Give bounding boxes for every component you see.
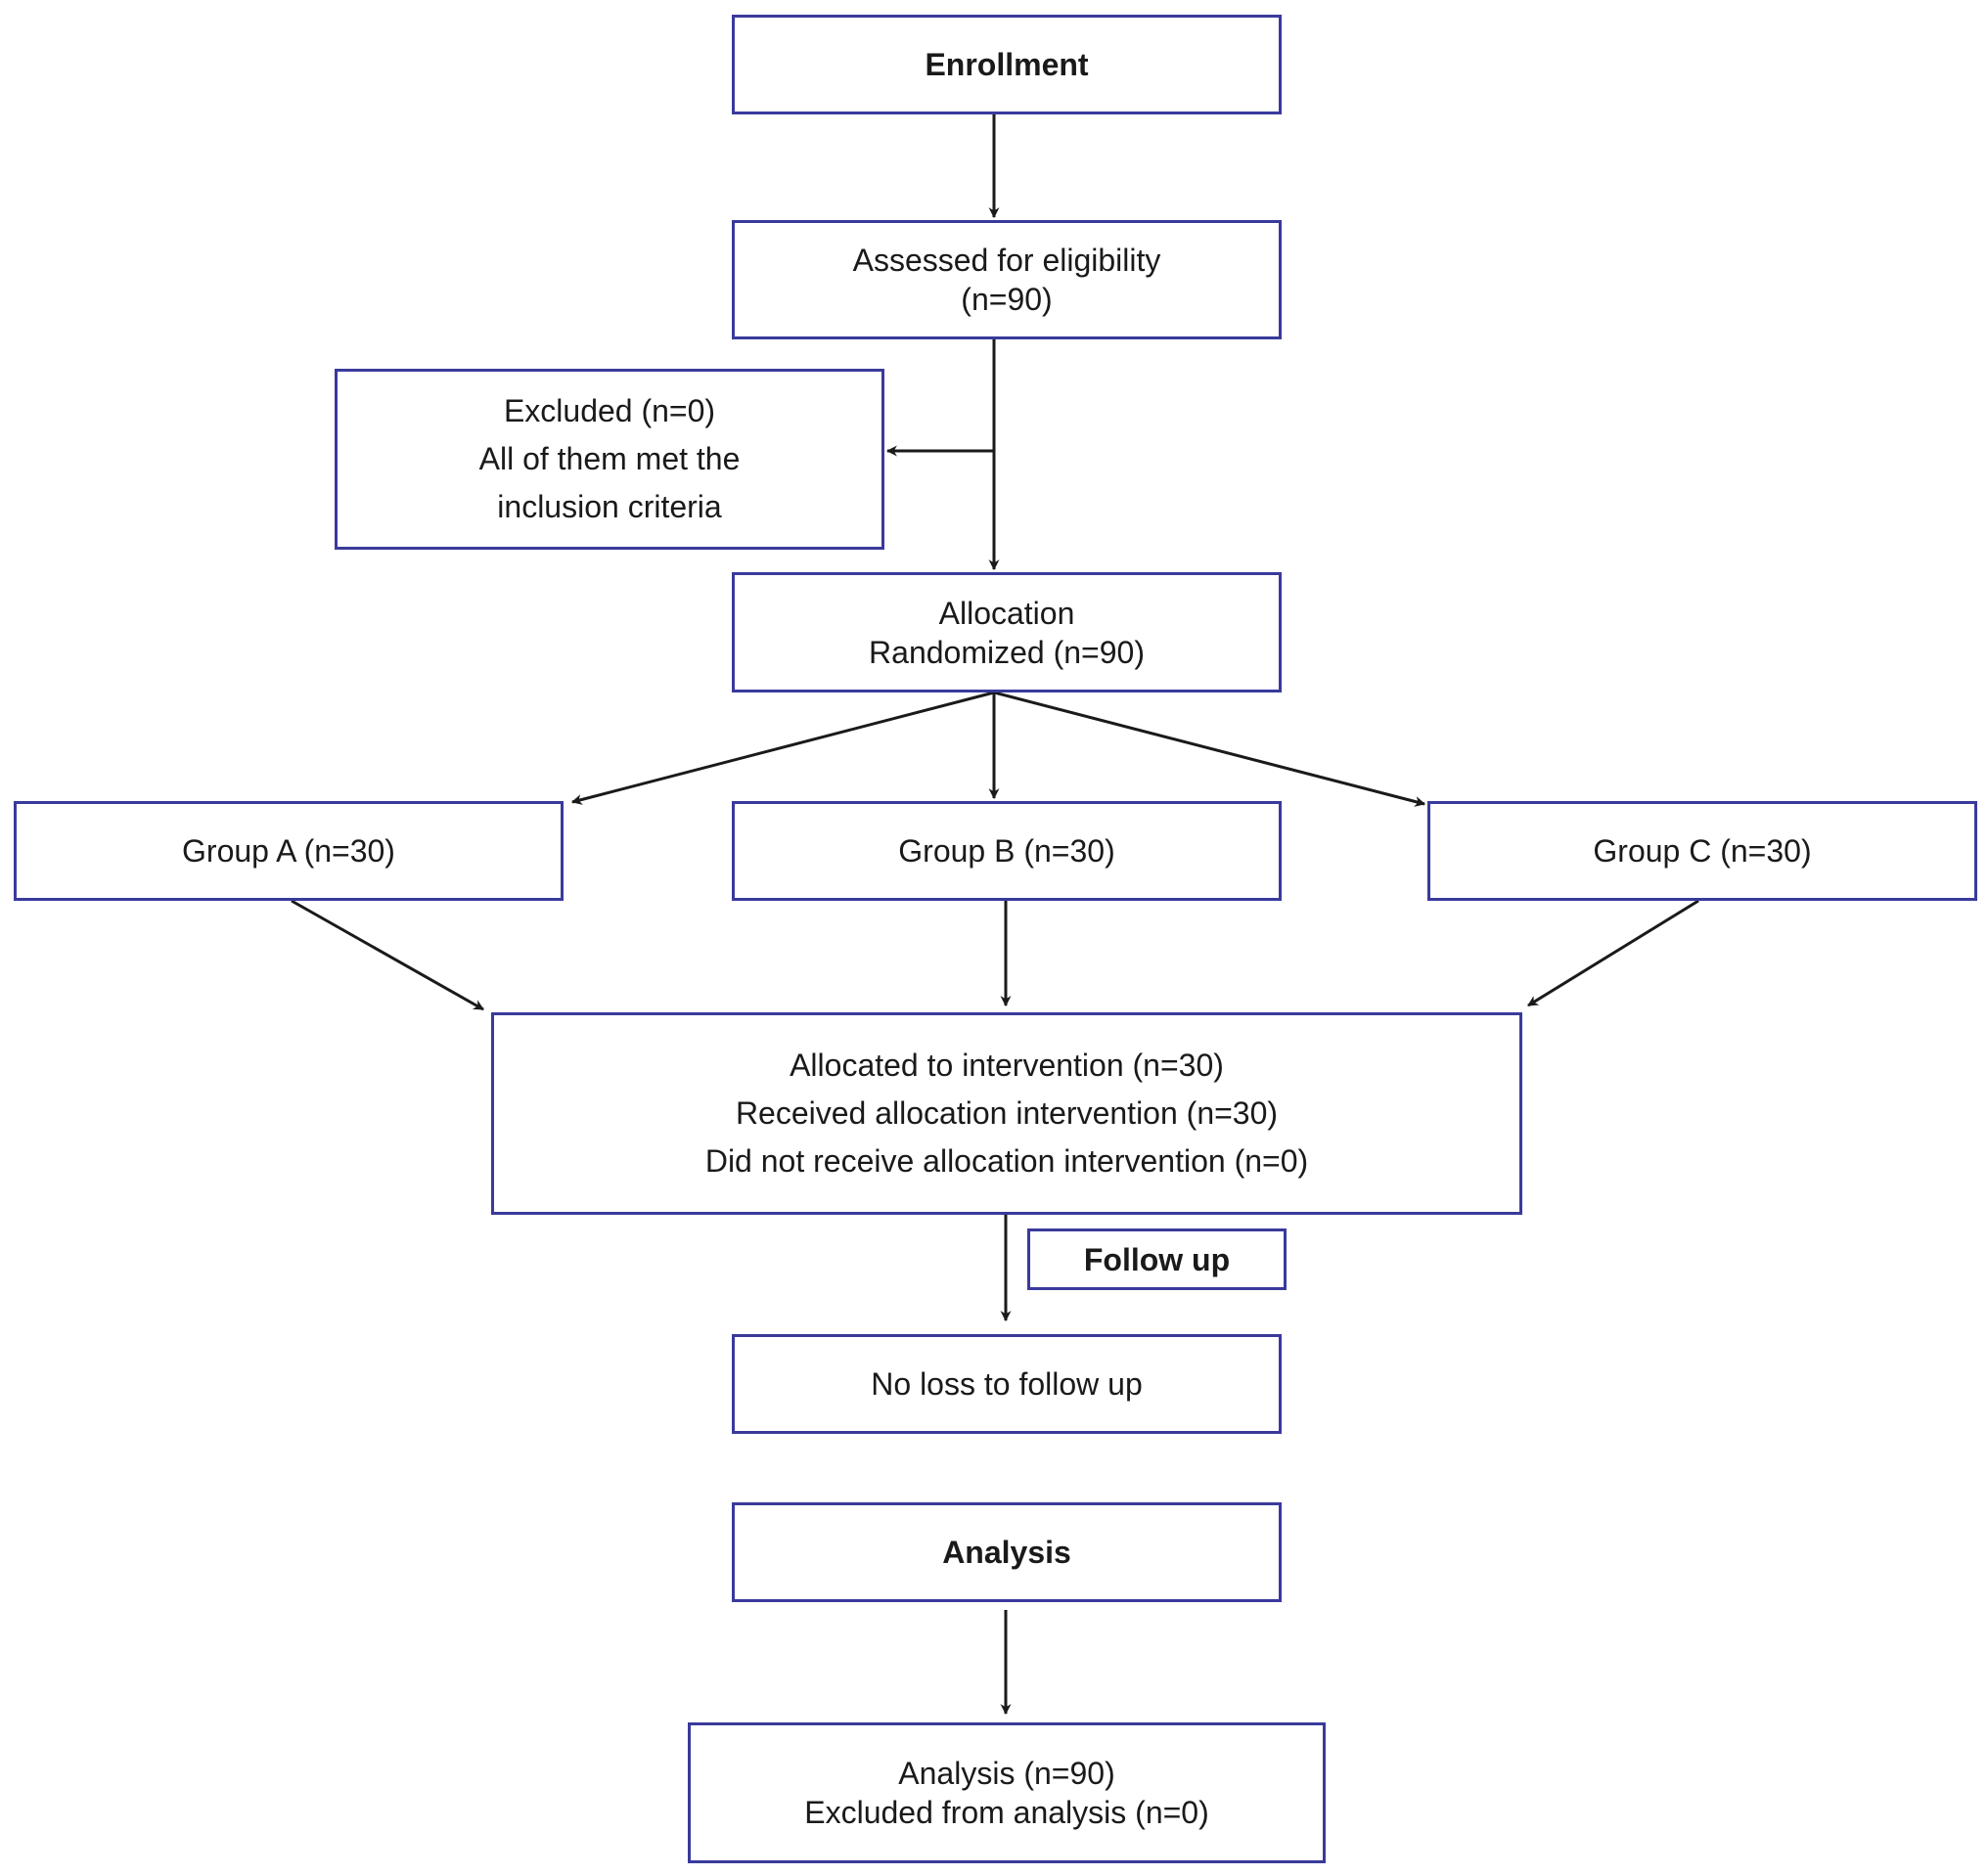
enrollment-title: Enrollment <box>925 47 1089 82</box>
group-b-label: Group B (n=30) <box>898 833 1115 869</box>
intervention-line-1: Allocated to intervention (n=30) <box>790 1048 1224 1083</box>
assessed-line-1: Assessed for eligibility <box>852 243 1161 278</box>
group-b-box: Group B (n=30) <box>732 801 1282 901</box>
excluded-line-3: inclusion criteria <box>497 489 722 524</box>
arrow-allocation-to-group-a <box>570 691 995 805</box>
arrow-allocation-to-group-c <box>993 691 1426 807</box>
no-loss-box: No loss to follow up <box>732 1334 1282 1434</box>
analysis-header-title: Analysis <box>942 1535 1071 1570</box>
intervention-line-2: Received allocation intervention (n=30) <box>735 1095 1279 1131</box>
allocation-box: Allocation Randomized (n=90) <box>732 572 1282 692</box>
group-c-label: Group C (n=30) <box>1593 833 1812 869</box>
follow-up-label-box: Follow up <box>1027 1228 1287 1290</box>
follow-up-title: Follow up <box>1083 1241 1231 1277</box>
group-a-label: Group A (n=30) <box>182 833 395 869</box>
analysis-header-box: Analysis <box>732 1502 1282 1602</box>
assessed-line-2: (n=90) <box>961 282 1053 317</box>
analysis-box: Analysis (n=90) Excluded from analysis (… <box>688 1722 1326 1863</box>
arrow-group-a-to-intervention <box>291 899 484 1011</box>
no-loss-label: No loss to follow up <box>871 1366 1143 1402</box>
excluded-line-2: All of them met the <box>478 441 741 476</box>
excluded-box: Excluded (n=0) All of them met the inclu… <box>335 369 884 550</box>
arrow-group-c-to-intervention <box>1527 899 1699 1007</box>
enrollment-box: Enrollment <box>732 15 1282 114</box>
group-c-box: Group C (n=30) <box>1427 801 1977 901</box>
analysis-line-2: Excluded from analysis (n=0) <box>804 1795 1209 1830</box>
intervention-box: Allocated to intervention (n=30) Receive… <box>491 1012 1522 1215</box>
allocation-line-1: Allocation <box>938 595 1075 631</box>
allocation-line-2: Randomized (n=90) <box>869 634 1145 670</box>
analysis-line-1: Analysis (n=90) <box>898 1756 1115 1791</box>
group-a-box: Group A (n=30) <box>14 801 564 901</box>
excluded-line-1: Excluded (n=0) <box>503 393 716 428</box>
assessed-eligibility-box: Assessed for eligibility (n=90) <box>732 220 1282 339</box>
intervention-line-3: Did not receive allocation intervention … <box>704 1143 1309 1179</box>
